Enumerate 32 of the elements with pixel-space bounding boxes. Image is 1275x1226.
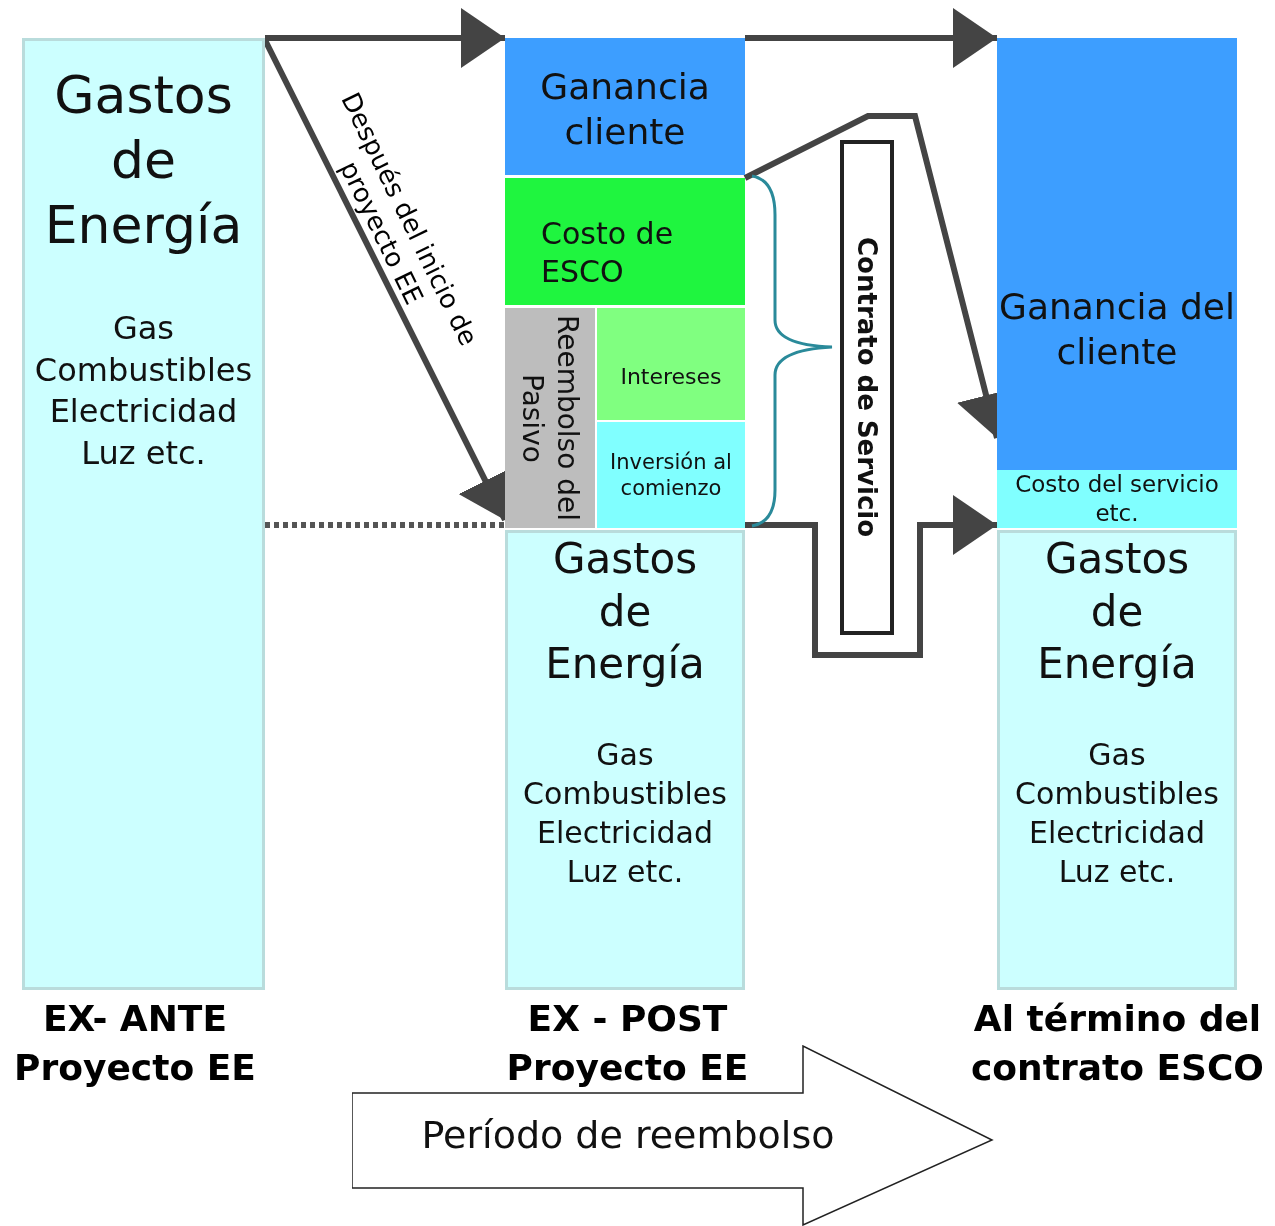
- segment-label: Ganancia cliente: [539, 64, 711, 154]
- cost-segment: [597, 422, 745, 528]
- segment-label: Ganancia del cliente: [998, 285, 1236, 374]
- column-label: EX - POST Proyecto EE: [505, 997, 750, 1090]
- segment-label: Inversión al comienzo: [609, 448, 733, 502]
- cost-segment: [505, 308, 595, 528]
- segment-label: Costo de ESCO: [541, 215, 675, 290]
- segment-label: Contrato de Servicio: [851, 237, 884, 538]
- column-label: EX- ANTE Proyecto EE: [13, 997, 257, 1090]
- contract-box: [840, 140, 894, 635]
- arrow-label: Período de reembolso: [421, 1111, 835, 1159]
- connector-line: [265, 522, 505, 528]
- energy-cost-column: [505, 530, 745, 990]
- cost-list-text: Gas Combustibles Electricidad Luz etc.: [33, 308, 254, 474]
- cost-list-text: Gas Combustibles Electricidad Luz etc.: [522, 735, 728, 891]
- arrow: [745, 8, 997, 68]
- column-heading: Gastos de Energía: [43, 64, 244, 257]
- column-heading: Gastos de Energía: [1036, 533, 1198, 690]
- cost-list-text: Gas Combustibles Electricidad Luz etc.: [1014, 735, 1220, 891]
- arrow: [745, 495, 997, 658]
- cost-segment: [505, 178, 745, 305]
- column-heading: Gastos de Energía: [544, 533, 706, 690]
- cost-segment: [597, 308, 745, 420]
- arrow: [265, 8, 505, 68]
- cost-segment: [997, 38, 1237, 470]
- segment-label: Reembolso del Pasivo: [515, 314, 585, 523]
- segment-label: Costo del servicio etc.: [1014, 470, 1220, 528]
- cost-segment: [505, 38, 745, 175]
- energy-cost-column: [22, 38, 265, 990]
- energy-cost-column: [997, 530, 1237, 990]
- segment-label: Intereses: [620, 363, 722, 391]
- column-label: Al término del contrato ESCO: [970, 997, 1265, 1090]
